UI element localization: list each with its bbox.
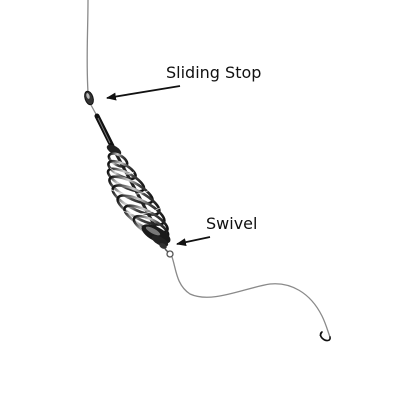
swivel <box>164 248 174 258</box>
main-line-upper <box>86 0 89 93</box>
anti-tangle-tube <box>94 113 115 149</box>
arrow-sliding-stop <box>106 85 181 101</box>
arrow-swivel <box>176 236 211 247</box>
hook-icon <box>319 331 331 342</box>
label-swivel: Swivel <box>206 214 257 233</box>
label-sliding-stop: Sliding Stop <box>166 63 261 82</box>
cage-feeder <box>106 144 171 249</box>
hook-length-line <box>171 256 331 338</box>
